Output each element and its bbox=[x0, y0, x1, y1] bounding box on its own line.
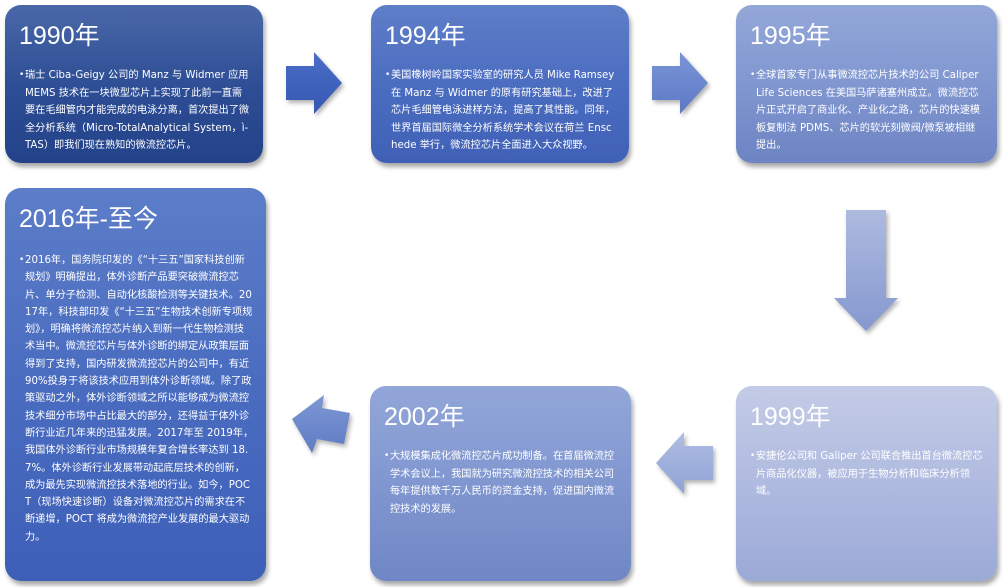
arrow-right-icon bbox=[652, 52, 710, 116]
bullet-icon: • bbox=[385, 70, 391, 80]
card-text: 全球首家专门从事微流控芯片技术的公司 Caliper Life Sciences… bbox=[756, 70, 981, 152]
bullet-icon: • bbox=[750, 451, 756, 461]
card-year: 1999年 bbox=[750, 403, 831, 431]
arrow-right-icon bbox=[286, 52, 344, 116]
timeline-card-1994: 1994年 • 美国橡树岭国家实验室的研究人员 Mike Ramsey 在 Ma… bbox=[371, 5, 629, 163]
card-text: 安捷伦公司和 Galiper 公司联合推出首台微流控芯片商品化仪器，被应用于生物… bbox=[756, 451, 983, 498]
arrow-down-icon bbox=[833, 210, 899, 332]
card-year: 1994年 bbox=[385, 22, 466, 50]
card-year: 1990年 bbox=[19, 22, 100, 50]
card-text: 美国橡树岭国家实验室的研究人员 Mike Ramsey 在 Manz 与 Wid… bbox=[391, 70, 616, 152]
timeline-card-1990: 1990年 • 瑞士 Ciba-Geigy 公司的 Manz 与 Widmer … bbox=[5, 5, 263, 163]
card-body: • 安捷伦公司和 Galiper 公司联合推出首台微流控芯片商品化仪器，被应用于… bbox=[750, 448, 985, 501]
card-body: • 美国橡树岭国家实验室的研究人员 Mike Ramsey 在 Manz 与 W… bbox=[385, 67, 617, 155]
timeline-card-2016-present: 2016年-至今 • 2016年，国务院印发的《“十三五”国家科技创新规划》明确… bbox=[5, 188, 266, 581]
card-text: 2016年，国务院印发的《“十三五”国家科技创新规划》明确提出，体外诊断产品要突… bbox=[25, 255, 254, 543]
card-body: • 大规模集成化微流控芯片成功制备。在首届微流控学术会议上，我国就为研究微流控技… bbox=[384, 448, 619, 518]
card-year: 2002年 bbox=[384, 403, 465, 431]
card-text: 瑞士 Ciba-Geigy 公司的 Manz 与 Widmer 应用 MEMS … bbox=[25, 70, 250, 152]
bullet-icon: • bbox=[384, 451, 390, 461]
arrow-left-icon bbox=[656, 432, 714, 496]
card-year: 2016年-至今 bbox=[19, 205, 158, 233]
timeline-card-2002: 2002年 • 大规模集成化微流控芯片成功制备。在首届微流控学术会议上，我国就为… bbox=[370, 386, 631, 581]
bullet-icon: • bbox=[750, 70, 756, 80]
bullet-icon: • bbox=[19, 70, 25, 80]
timeline-card-1999: 1999年 • 安捷伦公司和 Galiper 公司联合推出首台微流控芯片商品化仪… bbox=[736, 386, 997, 581]
card-text: 大规模集成化微流控芯片成功制备。在首届微流控学术会议上，我国就为研究微流控技术的… bbox=[390, 451, 615, 515]
timeline-card-1995: 1995年 • 全球首家专门从事微流控芯片技术的公司 Caliper Life … bbox=[736, 5, 997, 163]
card-year: 1995年 bbox=[750, 22, 831, 50]
bullet-icon: • bbox=[19, 255, 25, 265]
card-body: • 瑞士 Ciba-Geigy 公司的 Manz 与 Widmer 应用 MEM… bbox=[19, 67, 251, 155]
card-body: • 全球首家专门从事微流控芯片技术的公司 Caliper Life Scienc… bbox=[750, 67, 985, 155]
arrow-left-icon bbox=[290, 392, 354, 456]
card-body: • 2016年，国务院印发的《“十三五”国家科技创新规划》明确提出，体外诊断产品… bbox=[19, 252, 254, 546]
